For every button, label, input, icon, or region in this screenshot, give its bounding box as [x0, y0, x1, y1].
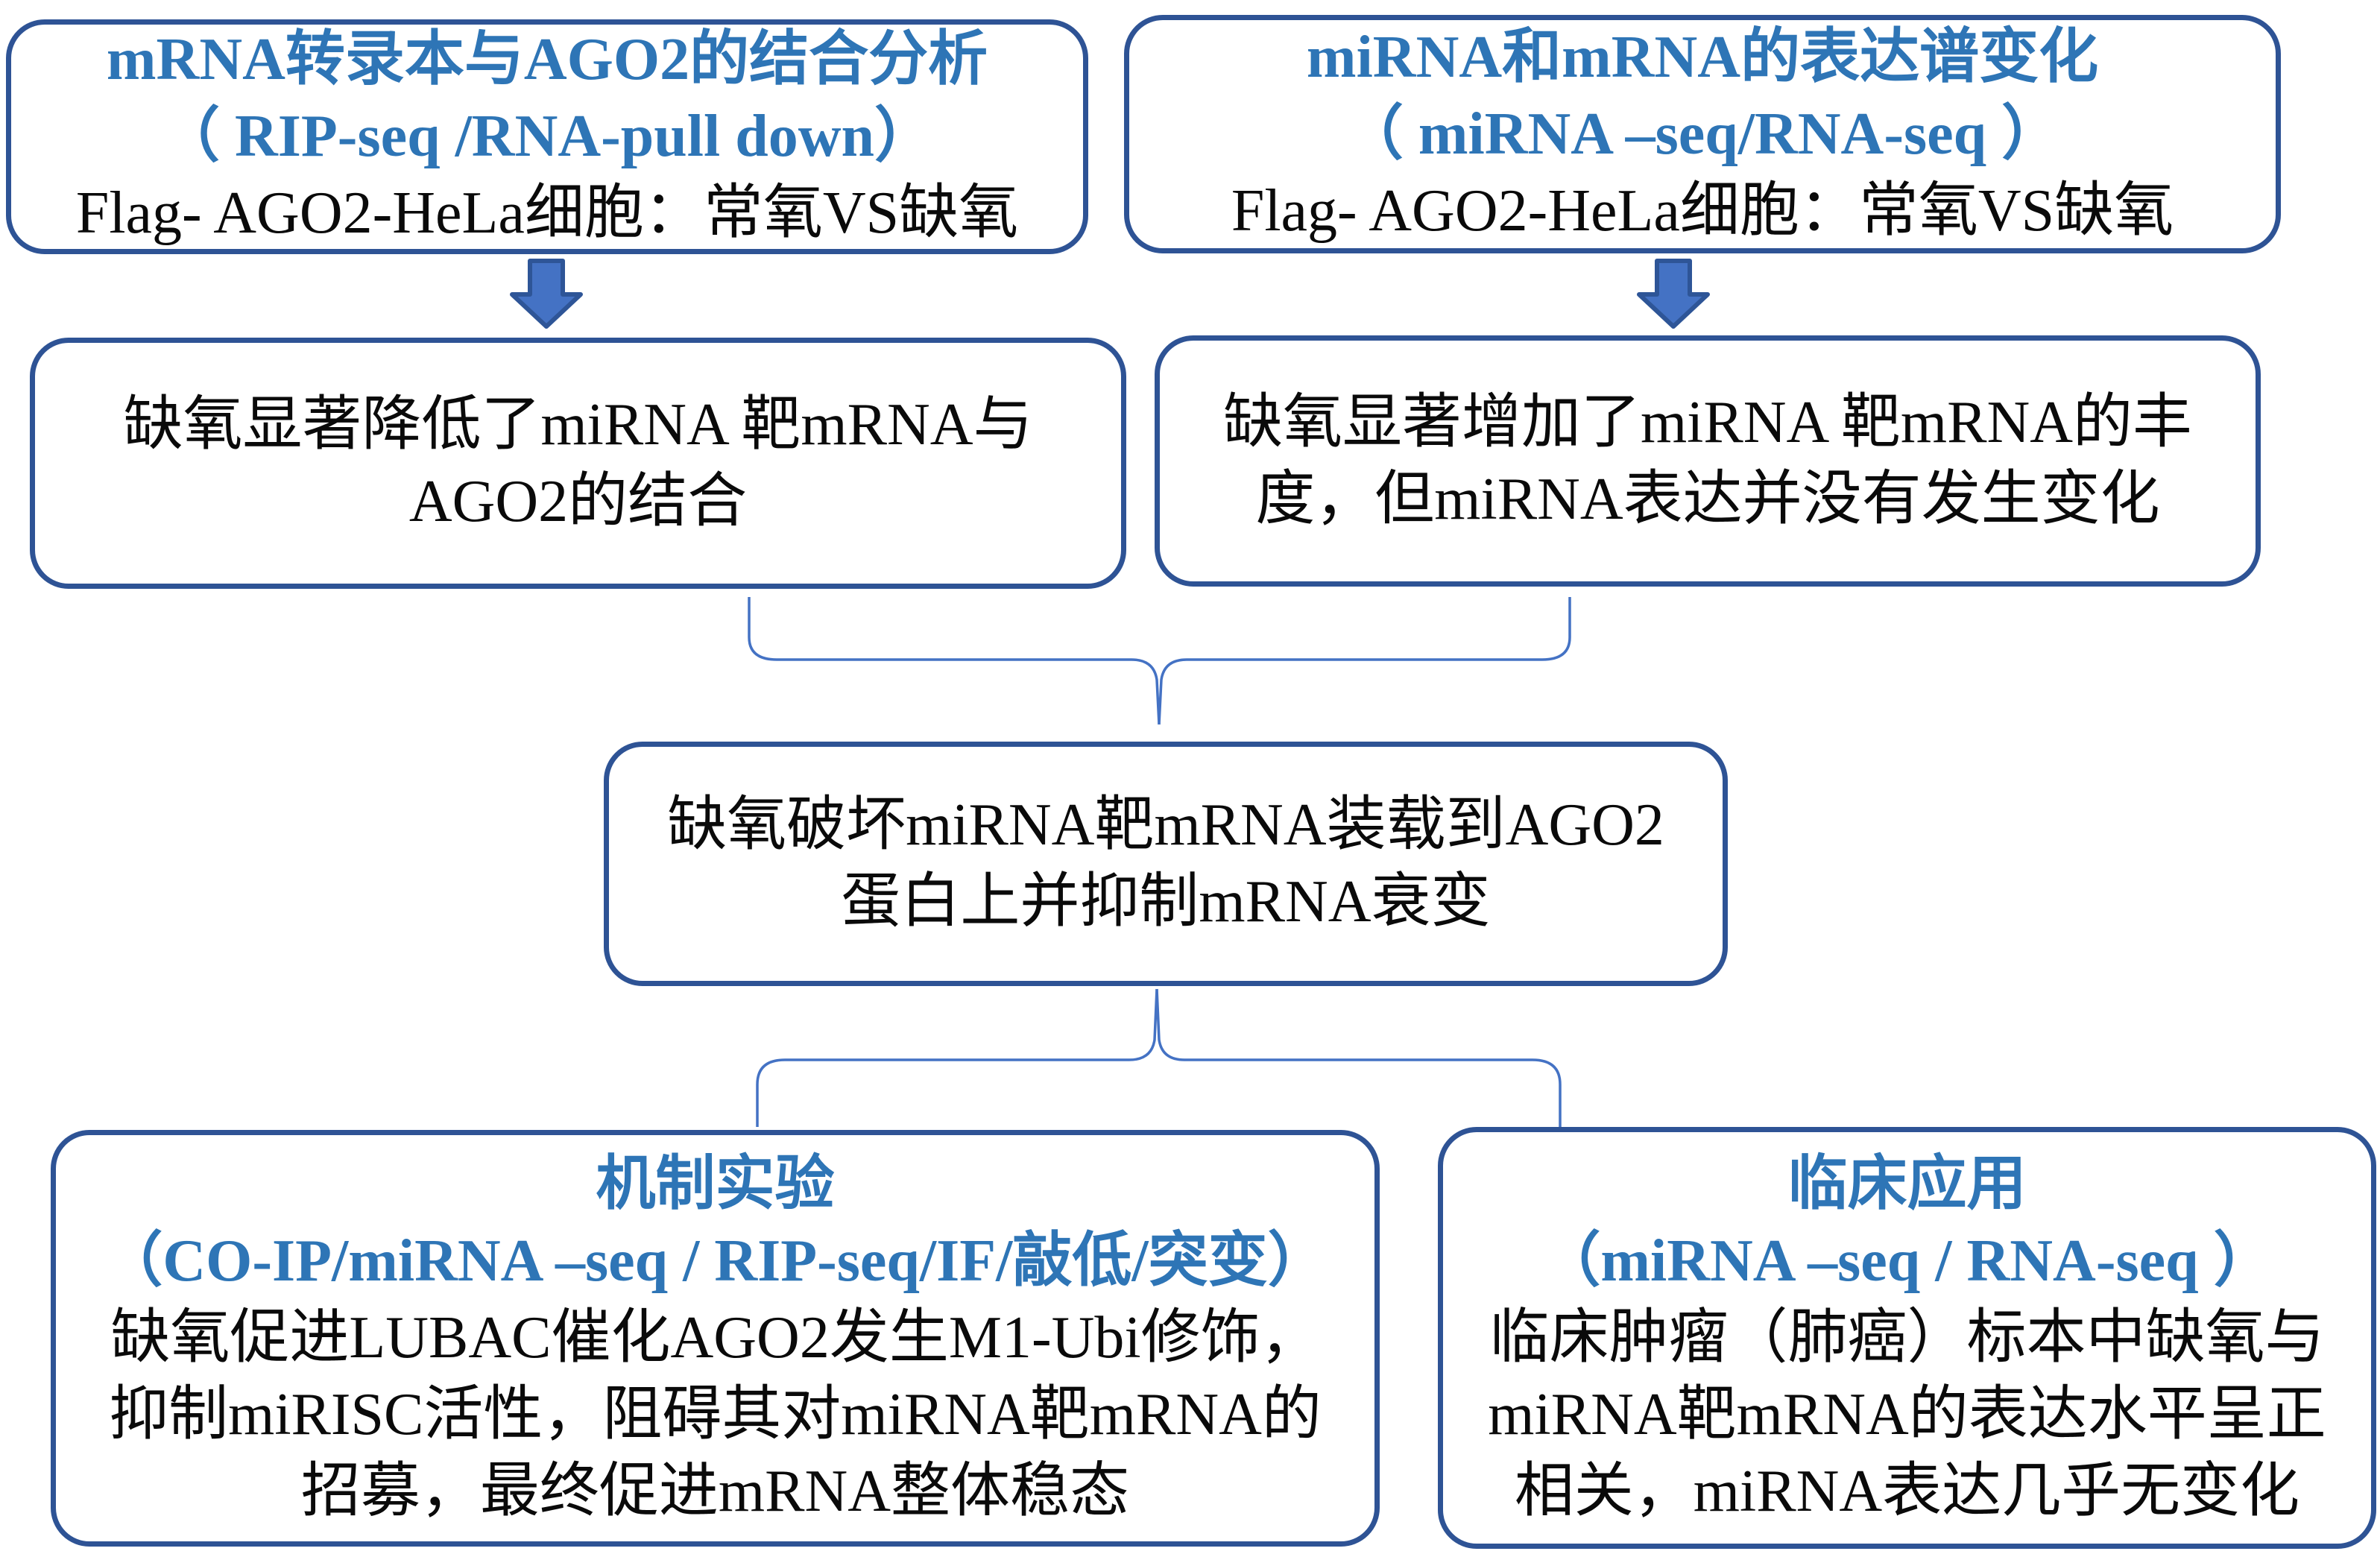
bottom-right-subtitle: （miRNA –seq / RNA-seq ）	[1541, 1228, 2273, 1294]
center-line: 蛋白上并抑制mRNA衰变	[841, 869, 1491, 935]
top-left-body: Flag- AGO2-HeLa细胞：常氧VS缺氧	[75, 180, 1019, 246]
top-right-body: Flag- AGO2-HeLa细胞：常氧VS缺氧	[1231, 177, 2174, 244]
top-left-title: mRNA转录本与AGO2的结合分析	[106, 27, 988, 92]
brace-down-icon	[748, 597, 1161, 725]
mid-right-box: 缺氧显著增加了miRNA 靶mRNA的丰 度，但miRNA表达并没有发生变化	[1155, 335, 2261, 587]
down-arrow-icon	[1637, 259, 1710, 329]
brace-up-icon	[1155, 988, 1562, 1127]
center-box: 缺氧破坏miRNA靶mRNA装载到AGO2 蛋白上并抑制mRNA衰变	[604, 742, 1728, 986]
bottom-left-line: 招募，最终促进mRNA整体稳态	[300, 1459, 1130, 1524]
top-right-subtitle: （ miRNA –seq/RNA-seq ）	[1343, 101, 2062, 167]
top-left-subtitle: （ RIP-seq /RNA-pull down）	[160, 104, 934, 169]
brace-up-icon	[756, 988, 1158, 1127]
down-arrow-icon	[510, 259, 583, 329]
top-left-box: mRNA转录本与AGO2的结合分析 （ RIP-seq /RNA-pull do…	[6, 19, 1088, 254]
center-line: 缺氧破坏miRNA靶mRNA装载到AGO2	[667, 792, 1664, 858]
brace-down-icon	[1158, 597, 1571, 725]
bottom-right-line: miRNA靶mRNA的表达水平呈正	[1488, 1381, 2326, 1447]
bottom-left-box: 机制实验 （CO-IP/miRNA –seq / RIP-seq/IF/敲低/突…	[51, 1130, 1380, 1547]
mid-left-box: 缺氧显著降低了miRNA 靶mRNA与 AGO2的结合	[30, 338, 1126, 589]
mid-left-line: AGO2的结合	[408, 468, 748, 534]
top-right-box: miRNA和mRNA的表达谱变化 （ miRNA –seq/RNA-seq ） …	[1124, 15, 2281, 253]
bottom-left-title: 机制实验	[596, 1152, 835, 1217]
bottom-left-subtitle: （CO-IP/miRNA –seq / RIP-seq/IF/敲低/突变）	[103, 1228, 1328, 1294]
bottom-right-box: 临床应用 （miRNA –seq / RNA-seq ） 临床肿瘤（肺癌）标本中…	[1438, 1127, 2376, 1549]
bottom-right-line: 临床肿瘤（肺癌）标本中缺氧与	[1489, 1304, 2325, 1371]
top-right-title: miRNA和mRNA的表达谱变化	[1306, 24, 2099, 90]
bottom-right-title: 临床应用	[1787, 1151, 2027, 1217]
bottom-left-line: 抑制miRISC活性，阻碍其对miRNA靶mRNA的	[109, 1382, 1322, 1447]
mid-right-line: 度，但miRNA表达并没有发生变化	[1255, 466, 2160, 532]
mid-left-line: 缺氧显著降低了miRNA 靶mRNA与	[123, 391, 1033, 458]
mid-right-line: 缺氧显著增加了miRNA 靶mRNA的丰	[1222, 389, 2193, 455]
bottom-left-line: 缺氧促进LUBAC催化AGO2发生M1-Ubi修饰，	[110, 1305, 1320, 1371]
bottom-right-line: 相关，miRNA表达几乎无变化	[1514, 1458, 2300, 1524]
